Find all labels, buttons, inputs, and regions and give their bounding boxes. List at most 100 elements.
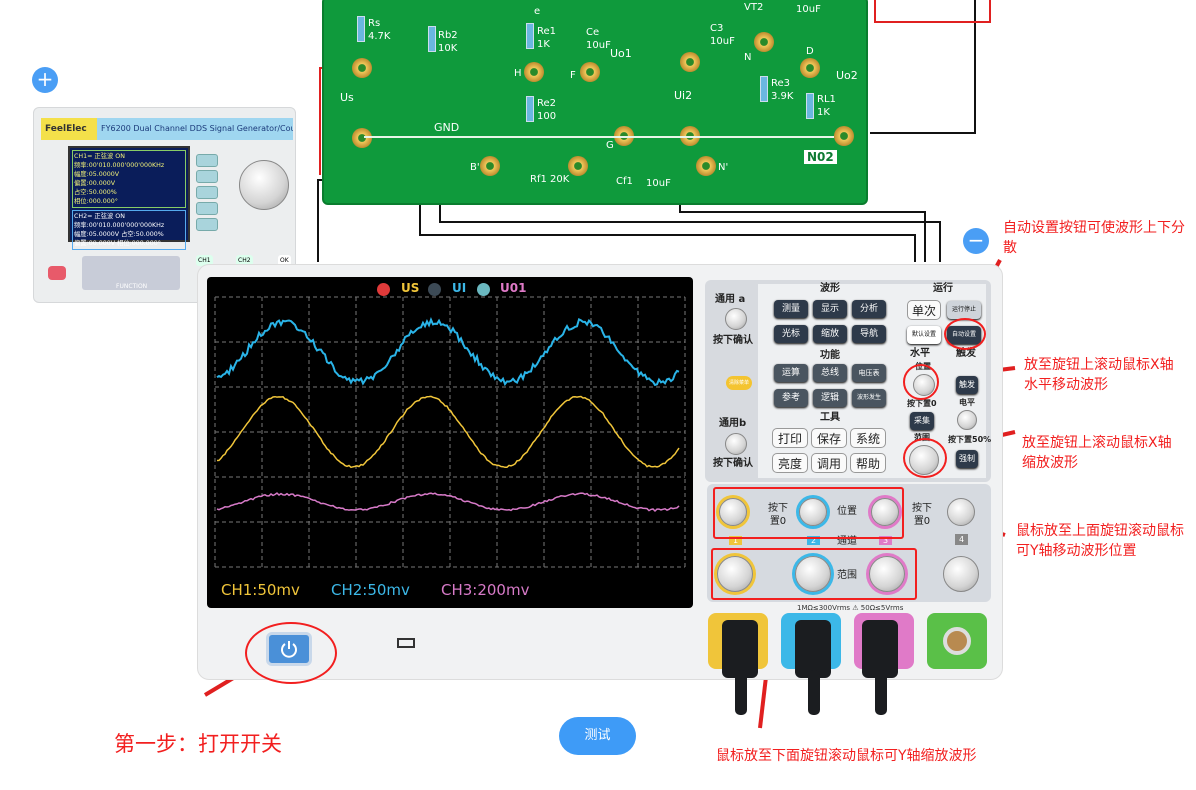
terminal-h[interactable] bbox=[524, 62, 544, 82]
system-button[interactable]: 系统 bbox=[850, 428, 886, 448]
waveform-section-label: 波形 bbox=[820, 283, 840, 295]
annotation-vertical-position: 鼠标放至上面旋钮滚动鼠标可Y轴移动波形位置 bbox=[1016, 521, 1196, 561]
label-n: N bbox=[744, 52, 751, 63]
general-b-label: 通用b bbox=[719, 418, 746, 430]
voltmeter-button[interactable]: 电压表 bbox=[852, 364, 886, 382]
label-rl1-val: 1K bbox=[817, 107, 830, 118]
recall-button[interactable]: 调用 bbox=[811, 453, 847, 473]
navigate-button[interactable]: 导航 bbox=[852, 325, 886, 343]
press-confirm-label: 按下确认 bbox=[713, 458, 753, 470]
label-ce-val: 10uF bbox=[586, 40, 611, 51]
ch2-scale: CH2:50mv bbox=[331, 581, 410, 599]
label-us: Us bbox=[340, 92, 354, 104]
ch4-input bbox=[927, 613, 987, 669]
general-b-knob[interactable] bbox=[725, 433, 747, 455]
default-setup-button[interactable]: 默认设置 bbox=[907, 326, 941, 344]
label-ce: Ce bbox=[586, 27, 599, 38]
soft-key[interactable] bbox=[196, 154, 218, 167]
run-section-label: 运行 bbox=[933, 283, 953, 295]
control-panel: 通用 a 按下确认 清除菜单 通用b 按下确认 波形 运行 功能 工具 测量 显… bbox=[705, 280, 991, 482]
soft-key[interactable] bbox=[196, 202, 218, 215]
ch3-scale: CH3:200mv bbox=[441, 581, 529, 599]
collapse-button[interactable]: − bbox=[963, 228, 989, 254]
ch4-position-knob[interactable] bbox=[947, 498, 975, 526]
reference-button[interactable]: 参考 bbox=[774, 389, 808, 407]
cursor-button[interactable]: 光标 bbox=[774, 325, 808, 343]
terminal-n2[interactable] bbox=[696, 156, 716, 176]
legend-dot-ui bbox=[428, 283, 441, 296]
legend-dot-u01 bbox=[477, 283, 490, 296]
general-a-label: 通用 a bbox=[715, 294, 745, 306]
terminal-b2[interactable] bbox=[480, 156, 500, 176]
terminal[interactable] bbox=[568, 156, 588, 176]
step-one-label: 第一步：打开开关 bbox=[114, 730, 282, 758]
function-keys: FUNCTION bbox=[82, 256, 180, 290]
label-b2: B' bbox=[470, 162, 480, 173]
general-a-knob[interactable] bbox=[725, 308, 747, 330]
label-re3: Re3 bbox=[771, 78, 790, 89]
terminal-n[interactable] bbox=[754, 32, 774, 52]
legend-ui: UI bbox=[452, 281, 466, 295]
bus-button[interactable]: 总线 bbox=[813, 364, 847, 382]
wavegen-button[interactable]: 波形发生 bbox=[852, 389, 886, 407]
help-button[interactable]: 帮助 bbox=[850, 453, 886, 473]
circuit-board: Rs 4.7K Rb2 10K Re1 1K Re2 100 Ce 10uF C… bbox=[322, 0, 868, 205]
press-zero-label: 按下置0 bbox=[907, 399, 937, 409]
save-button[interactable]: 保存 bbox=[811, 428, 847, 448]
annotation-horizontal-scale: 放至旋钮上滚动鼠标X轴缩放波形 bbox=[1022, 433, 1182, 473]
legend-us: US bbox=[401, 281, 419, 295]
label-cf1-val: 10uF bbox=[646, 178, 671, 189]
ch1-line: 幅度:05.0000V bbox=[74, 170, 184, 179]
brightness-button[interactable]: 亮度 bbox=[772, 453, 808, 473]
generator-brand: FeelElec bbox=[41, 118, 97, 140]
print-button[interactable]: 打印 bbox=[772, 428, 808, 448]
ch1-line: 占空:50.000% bbox=[74, 188, 184, 197]
analyze-button[interactable]: 分析 bbox=[852, 300, 886, 318]
trigger-button[interactable]: 触发 bbox=[956, 376, 978, 394]
single-button[interactable]: 单次 bbox=[907, 300, 941, 320]
terminal[interactable] bbox=[352, 58, 372, 78]
ch1-line: 相位:000.000° bbox=[74, 197, 184, 206]
soft-key[interactable] bbox=[196, 218, 218, 231]
annotation-horizontal-position: 放至旋钮上滚动鼠标X轴水平移动波形 bbox=[1024, 355, 1184, 395]
label-re2-val: 100 bbox=[537, 111, 556, 122]
display-button[interactable]: 显示 bbox=[813, 300, 847, 318]
terminal[interactable] bbox=[680, 52, 700, 72]
clear-menu-button[interactable]: 清除菜单 bbox=[726, 376, 752, 390]
label-re3-val: 3.9K bbox=[771, 91, 793, 102]
trace-ch3 bbox=[217, 493, 679, 511]
function-label: FUNCTION bbox=[116, 283, 147, 290]
terminal[interactable] bbox=[352, 128, 372, 148]
generator-power-button[interactable] bbox=[48, 266, 66, 280]
terminal-d[interactable] bbox=[800, 58, 820, 78]
generator-header: FeelElec FY6200 Dual Channel DDS Signal … bbox=[41, 118, 293, 140]
trigger-level-knob[interactable] bbox=[957, 410, 977, 430]
soft-key[interactable] bbox=[196, 170, 218, 183]
ch2-line: 频率:00'010.000'000'000KHz bbox=[74, 221, 184, 230]
ch4-range-knob[interactable] bbox=[943, 556, 979, 592]
press-confirm-label: 按下确认 bbox=[713, 335, 753, 347]
function-section-label: 功能 bbox=[820, 350, 840, 362]
ch2-line: CH2= 正弦波 ON bbox=[74, 212, 184, 221]
force-button[interactable]: 强制 bbox=[956, 450, 978, 468]
label-rl1: RL1 bbox=[817, 94, 836, 105]
label-uo2: Uo2 bbox=[836, 70, 858, 82]
math-button[interactable]: 运算 bbox=[774, 364, 808, 382]
level-label: 电平 bbox=[959, 398, 975, 408]
generator-knob[interactable] bbox=[239, 160, 289, 210]
label-c3: C3 bbox=[710, 23, 723, 34]
terminal-f[interactable] bbox=[580, 62, 600, 82]
acquire-button[interactable]: 采集 bbox=[910, 412, 934, 430]
zoom-button[interactable]: 缩放 bbox=[813, 325, 847, 343]
run-stop-button[interactable]: 运行停止 bbox=[947, 301, 981, 319]
trace-ch2 bbox=[217, 319, 679, 385]
terminal[interactable] bbox=[834, 126, 854, 146]
expand-button[interactable]: + bbox=[32, 67, 58, 93]
soft-key[interactable] bbox=[196, 186, 218, 199]
label-ui2: Ui2 bbox=[674, 90, 692, 102]
ch1-line: 频率:00'010.000'000'000KHz bbox=[74, 161, 184, 170]
label-vt2: VT2 bbox=[744, 2, 763, 13]
test-button[interactable]: 测试 bbox=[559, 717, 636, 755]
logic-button[interactable]: 逻辑 bbox=[813, 389, 847, 407]
measure-button[interactable]: 测量 bbox=[774, 300, 808, 318]
